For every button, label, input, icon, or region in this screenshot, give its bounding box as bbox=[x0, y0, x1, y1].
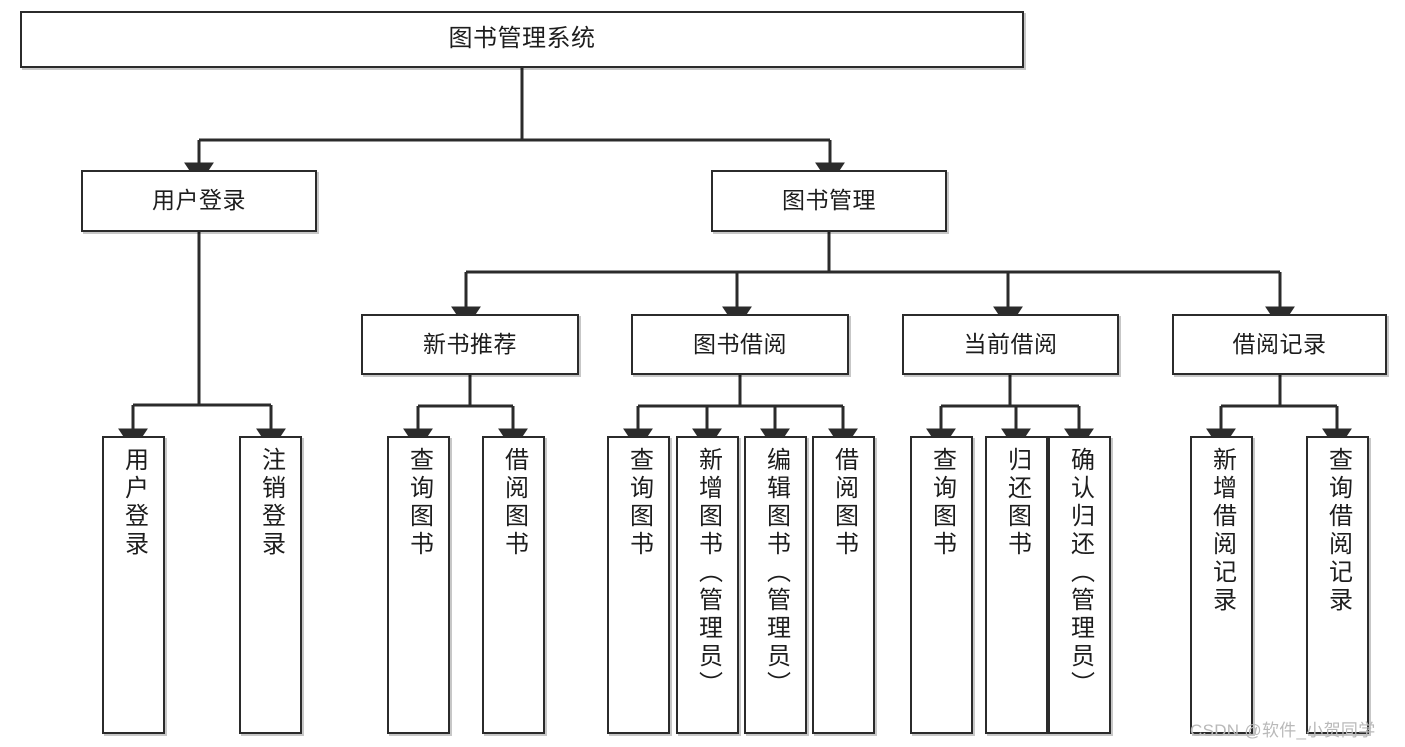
node-book-borrow[interactable]: 图书借阅 bbox=[631, 314, 849, 375]
leaf-add-record-label: 新增借阅记录 bbox=[1208, 447, 1236, 615]
watermark: CSDN @软件_小贺同学 bbox=[1190, 721, 1376, 740]
leaf-user-logout-label: 注销登录 bbox=[257, 447, 285, 559]
leaf-confirm-return-label: 确认归还（管理员） bbox=[1066, 447, 1094, 699]
leaf-confirm-return[interactable]: 确认归还（管理员） bbox=[1048, 436, 1111, 734]
leaf-borrow-book-bb-label: 借阅图书 bbox=[830, 447, 858, 559]
node-root[interactable]: 图书管理系统 bbox=[20, 11, 1024, 68]
leaf-borrow-book-bb[interactable]: 借阅图书 bbox=[812, 436, 875, 734]
leaf-return-book-label: 归还图书 bbox=[1003, 447, 1031, 559]
leaf-query-book-bb-label: 查询图书 bbox=[625, 447, 653, 559]
leaf-query-book-bb[interactable]: 查询图书 bbox=[607, 436, 670, 734]
node-root-label: 图书管理系统 bbox=[448, 25, 596, 53]
node-current-borrow[interactable]: 当前借阅 bbox=[902, 314, 1119, 375]
leaf-borrow-book-rec-label: 借阅图书 bbox=[500, 447, 528, 559]
node-borrow-record-label: 借阅记录 bbox=[1232, 330, 1327, 357]
node-borrow-record[interactable]: 借阅记录 bbox=[1172, 314, 1387, 375]
leaf-query-book-rec[interactable]: 查询图书 bbox=[387, 436, 450, 734]
node-user-login[interactable]: 用户登录 bbox=[81, 170, 317, 232]
leaf-user-login-label: 用户登录 bbox=[120, 447, 148, 559]
leaf-edit-book[interactable]: 编辑图书（管理员） bbox=[744, 436, 807, 734]
node-new-book-rec[interactable]: 新书推荐 bbox=[361, 314, 579, 375]
leaf-query-record-label: 查询借阅记录 bbox=[1324, 447, 1352, 615]
leaf-query-book-rec-label: 查询图书 bbox=[405, 447, 433, 559]
leaf-borrow-book-rec[interactable]: 借阅图书 bbox=[482, 436, 545, 734]
node-book-borrow-label: 图书借阅 bbox=[693, 330, 787, 357]
leaf-query-book-cb[interactable]: 查询图书 bbox=[910, 436, 973, 734]
leaf-query-book-cb-label: 查询图书 bbox=[928, 447, 956, 559]
leaf-edit-book-label: 编辑图书（管理员） bbox=[762, 447, 790, 699]
node-book-manage[interactable]: 图书管理 bbox=[711, 170, 947, 232]
node-user-login-label: 用户登录 bbox=[152, 187, 246, 214]
leaf-user-login[interactable]: 用户登录 bbox=[102, 436, 165, 734]
leaf-user-logout[interactable]: 注销登录 bbox=[239, 436, 302, 734]
node-current-borrow-label: 当前借阅 bbox=[963, 330, 1058, 357]
node-new-book-rec-label: 新书推荐 bbox=[423, 330, 517, 357]
leaf-add-record[interactable]: 新增借阅记录 bbox=[1190, 436, 1253, 734]
node-book-manage-label: 图书管理 bbox=[782, 187, 876, 214]
leaf-add-book-label: 新增图书（管理员） bbox=[694, 447, 722, 699]
leaf-return-book[interactable]: 归还图书 bbox=[985, 436, 1048, 734]
leaf-add-book[interactable]: 新增图书（管理员） bbox=[676, 436, 739, 734]
leaf-query-record[interactable]: 查询借阅记录 bbox=[1306, 436, 1369, 734]
